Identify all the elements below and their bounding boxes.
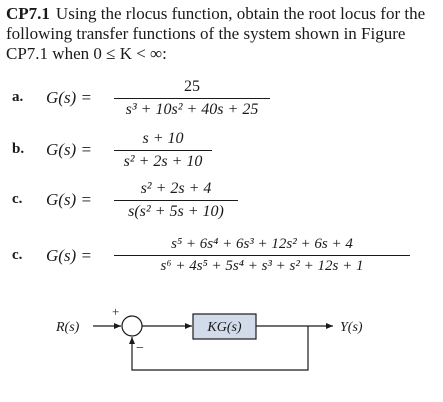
- item-label: c.: [12, 191, 23, 207]
- item-label: b.: [12, 141, 25, 157]
- fraction-bar: [114, 255, 410, 256]
- item-label: a.: [12, 89, 24, 105]
- denominator: s² + 2s + 10: [123, 153, 203, 170]
- fraction: s⁵ + 6s⁴ + 6s³ + 12s² + 6s + 4 s⁶ + 4s⁵ …: [114, 236, 410, 275]
- fraction-bar: [114, 98, 270, 99]
- transfer-function-c: c. G(s) = s² + 2s + 4 s(s² + 5s + 10): [0, 180, 443, 240]
- fraction: s² + 2s + 4 s(s² + 5s + 10): [114, 180, 238, 221]
- summing-junction: [121, 315, 143, 337]
- plant-block-label: KG(s): [206, 320, 242, 335]
- denominator: s⁶ + 4s⁵ + 5s⁴ + s³ + s² + 12s + 1: [160, 258, 364, 274]
- fraction-bar: [114, 150, 212, 151]
- output-label: Y(s): [340, 320, 363, 335]
- denominator: s³ + 10s² + 40s + 25: [125, 101, 259, 118]
- lhs: G(s) =: [46, 88, 92, 107]
- input-label: R(s): [55, 320, 80, 335]
- numerator: s + 10: [142, 130, 184, 147]
- item-label: c.: [12, 247, 23, 263]
- lhs: G(s) =: [46, 140, 92, 159]
- lhs: G(s) =: [46, 190, 92, 209]
- numerator: 25: [184, 78, 200, 95]
- transfer-function-b: b. G(s) = s + 10 s² + 2s + 10: [0, 130, 443, 190]
- numerator: s² + 2s + 4: [140, 180, 212, 197]
- transfer-function-a: a. G(s) = 25 s³ + 10s² + 40s + 25: [0, 78, 443, 138]
- minus-sign: −: [136, 341, 144, 356]
- transfer-function-d: c. G(s) = s⁵ + 6s⁴ + 6s³ + 12s² + 6s + 4…: [0, 236, 443, 296]
- numerator: s⁵ + 6s⁴ + 6s³ + 12s² + 6s + 4: [171, 236, 353, 252]
- problem-text: Using the rlocus function, obtain the ro…: [6, 4, 426, 63]
- fraction: 25 s³ + 10s² + 40s + 25: [114, 78, 270, 119]
- fraction: s + 10 s² + 2s + 10: [114, 130, 212, 171]
- problem-id: CP7.1: [6, 4, 50, 23]
- feedback-block-diagram: R(s) + − KG(s) Y(s): [55, 304, 363, 371]
- lhs: G(s) =: [46, 246, 92, 265]
- feedback-path: [129, 326, 309, 371]
- fraction-bar: [114, 200, 238, 201]
- denominator: s(s² + 5s + 10): [128, 203, 224, 220]
- plus-sign: +: [112, 304, 119, 319]
